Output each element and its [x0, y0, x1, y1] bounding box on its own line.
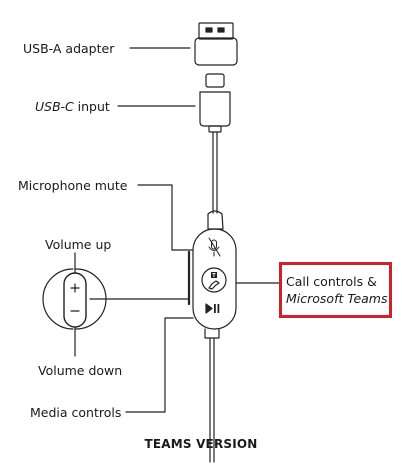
- usb-c-input-label: USB-C input: [35, 99, 110, 114]
- media-controls-label: Media controls: [30, 405, 122, 420]
- call-controls-callout: Call controls & Microsoft Teams: [279, 262, 392, 318]
- teams-logo-icon: T: [211, 272, 217, 279]
- usb-c-prefix: USB-C: [35, 99, 74, 114]
- svg-text:T: T: [212, 273, 216, 279]
- microphone-mute-label: Microphone mute: [18, 178, 128, 193]
- diagram-caption: TEAMS VERSION: [144, 437, 258, 451]
- plus-icon: [70, 283, 80, 293]
- leader-lines: [117, 47, 280, 413]
- usb-a-adapter-icon: [194, 22, 238, 66]
- inline-controller: [187, 210, 237, 339]
- volume-down-label: Volume down: [38, 363, 123, 378]
- microphone-mute-icon: [208, 237, 221, 257]
- usb-a-adapter-label: USB-A adapter: [23, 41, 115, 56]
- call-controls-label: Call controls &: [286, 274, 377, 289]
- volume-up-label: Volume up: [45, 237, 112, 252]
- volume-rocker-closeup: [42, 252, 190, 357]
- cable: [209, 131, 218, 463]
- usb-c-suffix: input: [73, 99, 110, 114]
- call-teams-button: [201, 267, 227, 293]
- play-pause-icon: [205, 303, 220, 314]
- phone-icon: [208, 280, 220, 290]
- usb-c-connector-icon: [199, 73, 231, 133]
- microsoft-teams-label: Microsoft Teams: [286, 291, 388, 306]
